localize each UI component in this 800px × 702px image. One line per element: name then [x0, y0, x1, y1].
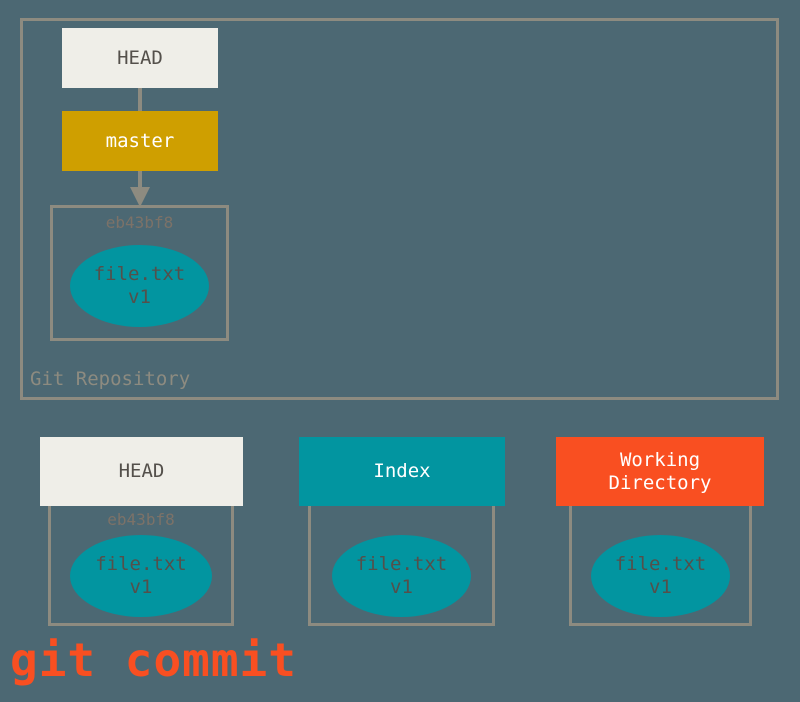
repo-master-branch: master [62, 111, 218, 171]
area-index-blob: file.txt v1 [332, 535, 471, 617]
area-working-directory-container [569, 506, 752, 626]
repo-commit-hash: eb43bf8 [105, 213, 174, 232]
repo-commit-container [50, 205, 229, 341]
connector-head-to-master [138, 88, 142, 111]
repo-commit-blob: file.txt v1 [70, 245, 209, 327]
repo-head-pointer: HEAD [62, 28, 218, 88]
area-head-blob: file.txt v1 [70, 535, 212, 617]
area-index-title: Index [299, 437, 505, 506]
git-repository-label: Git Repository [30, 368, 191, 390]
arrow-master-to-commit [130, 171, 150, 207]
diagram-caption: git commit [10, 633, 297, 687]
area-index-container [308, 506, 495, 626]
area-working-directory-blob: file.txt v1 [591, 535, 730, 617]
area-head-container [48, 506, 234, 626]
area-working-directory-title: Working Directory [556, 437, 764, 506]
area-head-hash: eb43bf8 [107, 510, 175, 529]
area-head-title: HEAD [40, 437, 243, 506]
git-repository-frame [20, 18, 779, 400]
